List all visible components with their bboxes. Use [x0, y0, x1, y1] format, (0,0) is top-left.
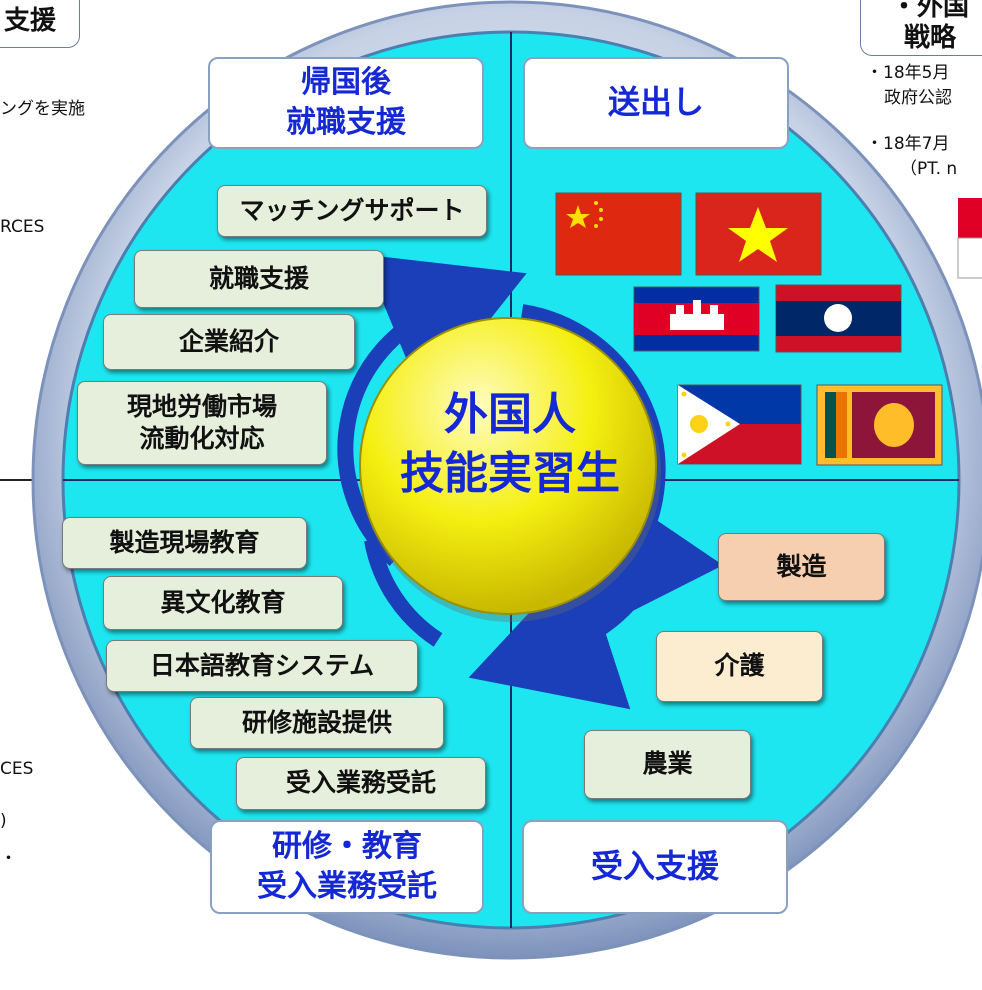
philippines-flag — [677, 384, 802, 465]
arrow-bottom-right — [468, 557, 647, 710]
center-title-line1: 外国人 — [444, 389, 576, 440]
item-manufacturing: 製造 — [718, 533, 885, 601]
left-panel-header-text: 支援 — [3, 6, 56, 37]
arrow-bottom-left — [364, 538, 443, 647]
center-title: 外国人 技能実習生 — [360, 385, 660, 504]
item-agriculture: 農業 — [584, 730, 751, 799]
item-company-introduction: 企業紹介 — [103, 314, 355, 370]
header-training-education: 研修・教育 受入業務受託 — [210, 820, 484, 914]
arrow-top-left — [337, 254, 527, 566]
right-panel-text-2: 政府公認 — [884, 88, 952, 108]
header-return-support-line2: 就職支援 — [286, 105, 406, 140]
left-panel-text-4: ) — [0, 811, 7, 831]
item-acceptance-outsourcing: 受入業務受託 — [236, 757, 486, 810]
header-return-support-line1: 帰国後 — [301, 64, 391, 100]
item-japanese-education-system: 日本語教育システム — [106, 640, 418, 692]
item-nursing-care: 介護 — [656, 631, 823, 702]
left-panel-text-5: ・ — [0, 849, 17, 869]
header-training-line1: 研修・教育 — [272, 828, 422, 864]
right-panel-text-3: ・18年7月 — [866, 134, 950, 154]
laos-flag — [775, 284, 902, 353]
header-acceptance-support: 受入支援 — [522, 820, 788, 914]
cambodia-flag — [633, 286, 760, 352]
header-sending-text: 送出し — [607, 83, 704, 122]
item-cross-cultural-education: 異文化教育 — [103, 576, 343, 630]
left-panel-text-3: CES — [0, 759, 34, 779]
item-local-labor-market: 現地労働市場 流動化対応 — [77, 381, 327, 465]
indonesia-flag-partial — [957, 198, 982, 279]
item-matching-support: マッチングサポート — [217, 185, 487, 237]
sri-lanka-flag — [816, 384, 943, 466]
header-return-support: 帰国後 就職支援 — [208, 57, 484, 149]
china-flag — [555, 192, 682, 276]
right-panel-text-4: （PT. n — [900, 159, 958, 179]
item-manufacturing-education: 製造現場教育 — [62, 517, 307, 569]
item-local-labor-line1: 現地労働市場 — [126, 391, 277, 421]
item-training-facility: 研修施設提供 — [190, 697, 444, 749]
left-panel-text-1: ングを実施 — [0, 99, 85, 119]
item-employment-support: 就職支援 — [134, 250, 384, 308]
header-sending: 送出し — [523, 57, 789, 149]
item-local-labor-line2: 流動化対応 — [139, 424, 265, 453]
left-panel-text-2: RCES — [0, 217, 45, 237]
center-circle — [359, 317, 657, 615]
left-panel-header: 支援 — [0, 0, 80, 48]
right-panel-header-line2: 戦略 — [903, 23, 956, 53]
header-training-line2: 受入業務受託 — [257, 869, 437, 904]
vietnam-flag — [695, 192, 822, 276]
right-panel-text-1: ・18年5月 — [866, 63, 950, 83]
center-title-line2: 技能実習生 — [400, 448, 620, 500]
header-acceptance-text: 受入支援 — [590, 847, 719, 886]
right-panel-header-line1: ・外国 — [890, 0, 969, 22]
right-panel-header: ・外国 戦略 — [860, 0, 982, 56]
